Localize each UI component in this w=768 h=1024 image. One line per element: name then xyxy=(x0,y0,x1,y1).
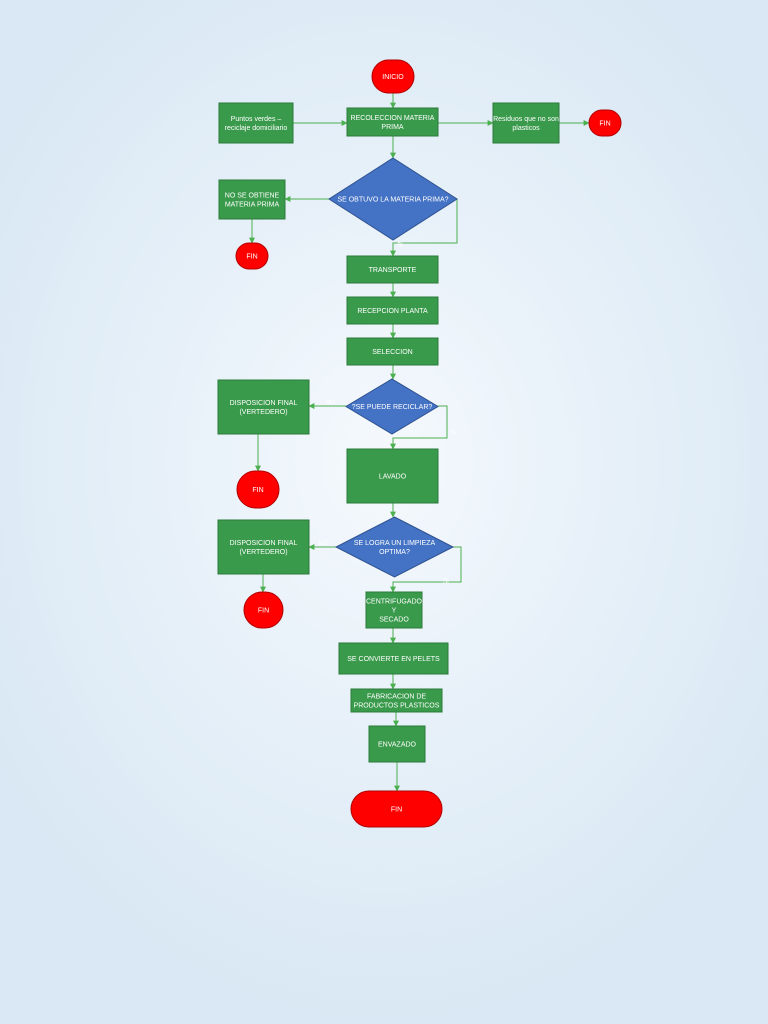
node-envazado[interactable]: ENVAZADO xyxy=(368,725,426,763)
process-box xyxy=(217,519,310,575)
node-label-line: (VERTEDERO) xyxy=(239,409,287,416)
edges-layer: SI NO SI NO SI xyxy=(249,93,590,792)
process-box xyxy=(346,296,439,325)
terminal-shape xyxy=(350,790,443,828)
process-box xyxy=(217,379,310,435)
process-box xyxy=(346,337,439,366)
node-obtuvo[interactable]: SE OBTUVO LA MATERIA PRIMA? xyxy=(328,157,458,241)
node-recoleccion[interactable]: RECOLECCION MATERIA PRIMA xyxy=(346,107,439,137)
process-box xyxy=(346,448,439,504)
node-seleccion[interactable]: SELECCION xyxy=(346,337,439,366)
edge-label: SI xyxy=(397,243,403,249)
node-lavado[interactable]: LAVADO xyxy=(346,448,439,504)
node-label-line: SECADO xyxy=(379,617,409,624)
node-label-line: FABRICACION DE xyxy=(367,694,426,701)
node-label-line: LAVADO xyxy=(379,474,407,481)
node-label-line: FIN xyxy=(252,487,263,494)
node-label-line: reciclaje domiciliario xyxy=(225,125,288,132)
edge-obtuvo-to-transporte xyxy=(390,199,458,257)
decision-diamond xyxy=(345,378,439,435)
node-label-line: NO SE OBTIENE xyxy=(225,193,280,200)
decision-diamond xyxy=(334,516,455,578)
node-label-line: DISPOSICION FINAL xyxy=(230,400,298,407)
edge-label: NO xyxy=(326,400,335,406)
node-label-line: PRIMA xyxy=(381,124,404,131)
node-label-line: DISPOSICION FINAL xyxy=(230,540,298,547)
terminal-shape xyxy=(236,470,280,509)
node-reciclar[interactable]: ?SE PUEDE RECICLAR? xyxy=(345,378,439,435)
process-box xyxy=(338,642,449,675)
node-label-line: ENVAZADO xyxy=(378,742,417,749)
node-residuos[interactable]: Residuos que no son plasticos xyxy=(492,102,560,144)
terminal-shape xyxy=(371,59,415,94)
node-inicio[interactable]: INICIO xyxy=(371,59,415,94)
node-label-line: ?SE PUEDE RECICLAR? xyxy=(352,404,433,411)
process-box xyxy=(365,591,423,629)
node-fin-4[interactable]: FIN xyxy=(243,591,284,629)
node-label-line: INICIO xyxy=(382,74,404,81)
node-label-line: CENTRIFUGADO xyxy=(366,599,423,606)
node-label-line: FIN xyxy=(599,121,610,128)
node-fin-3[interactable]: FIN xyxy=(236,470,280,509)
process-box xyxy=(346,107,439,137)
node-label-line: SE CONVIERTE EN PELETS xyxy=(347,656,440,663)
process-box xyxy=(218,179,286,220)
edge-limpieza-to-centrifugado xyxy=(390,546,462,593)
node-limpieza[interactable]: SE LOGRA UN LIMPIEZA OPTIMA? xyxy=(334,516,455,578)
node-label-line: Puntos verdes – xyxy=(231,116,282,123)
node-label-line: FIN xyxy=(246,254,257,261)
node-label-line: (VERTEDERO) xyxy=(239,549,287,556)
edge-label: SI xyxy=(450,430,456,436)
terminal-shape xyxy=(588,109,622,137)
node-label-line: plasticos xyxy=(512,125,540,132)
terminal-shape xyxy=(235,242,269,270)
nodes-layer: INICIO Puntos verdes – reciclaje domicilia… xyxy=(217,59,622,828)
node-no-obtiene[interactable]: NO SE OBTIENE MATERIA PRIMA xyxy=(218,179,286,220)
node-label-line: FIN xyxy=(391,807,402,814)
process-box xyxy=(368,725,426,763)
node-transporte[interactable]: TRANSPORTE xyxy=(346,255,439,284)
node-label-line: Residuos que no son xyxy=(493,116,559,123)
node-label-line: OPTIMA? xyxy=(379,549,410,556)
terminal-shape xyxy=(243,591,284,629)
node-label-line: MATERIA PRIMA xyxy=(225,202,280,209)
node-fin-1[interactable]: FIN xyxy=(588,109,622,137)
node-centrifugado[interactable]: CENTRIFUGADO Y SECADO xyxy=(365,591,423,629)
node-fin-5[interactable]: FIN xyxy=(350,790,443,828)
node-fin-2[interactable]: FIN xyxy=(235,242,269,270)
process-box xyxy=(346,255,439,284)
node-label-line: Y xyxy=(392,608,397,615)
node-label-line: SELECCION xyxy=(372,349,412,356)
node-puntos-verdes[interactable]: Puntos verdes – reciclaje domiciliario xyxy=(218,102,294,144)
node-pelets[interactable]: SE CONVIERTE EN PELETS xyxy=(338,642,449,675)
node-label-line: SE OBTUVO LA MATERIA PRIMA? xyxy=(337,197,448,204)
node-label-line: RECOLECCION MATERIA xyxy=(351,115,435,122)
edge-reciclar-to-lavado xyxy=(390,405,448,450)
node-label-line: FIN xyxy=(258,608,269,615)
node-fabricacion[interactable]: FABRICACION DE PRODUCTOS PLASTICOS xyxy=(350,688,443,713)
node-label-line: SE LOGRA UN LIMPIEZA xyxy=(354,540,436,547)
node-label-line: TRANSPORTE xyxy=(369,267,417,274)
process-box xyxy=(350,688,443,713)
process-box xyxy=(218,102,294,144)
edge-label: NO xyxy=(319,541,328,547)
process-box xyxy=(492,102,560,144)
node-label-line: PRODUCTOS PLASTICOS xyxy=(354,703,440,710)
node-disposicion-1[interactable]: DISPOSICION FINAL (VERTEDERO) xyxy=(217,379,310,435)
decision-diamond xyxy=(328,157,458,241)
node-disposicion-2[interactable]: DISPOSICION FINAL (VERTEDERO) xyxy=(217,519,310,575)
node-recepcion[interactable]: RECEPCION PLANTA xyxy=(346,296,439,325)
node-label-line: RECEPCION PLANTA xyxy=(357,308,428,315)
edge-label: SI xyxy=(443,579,449,585)
